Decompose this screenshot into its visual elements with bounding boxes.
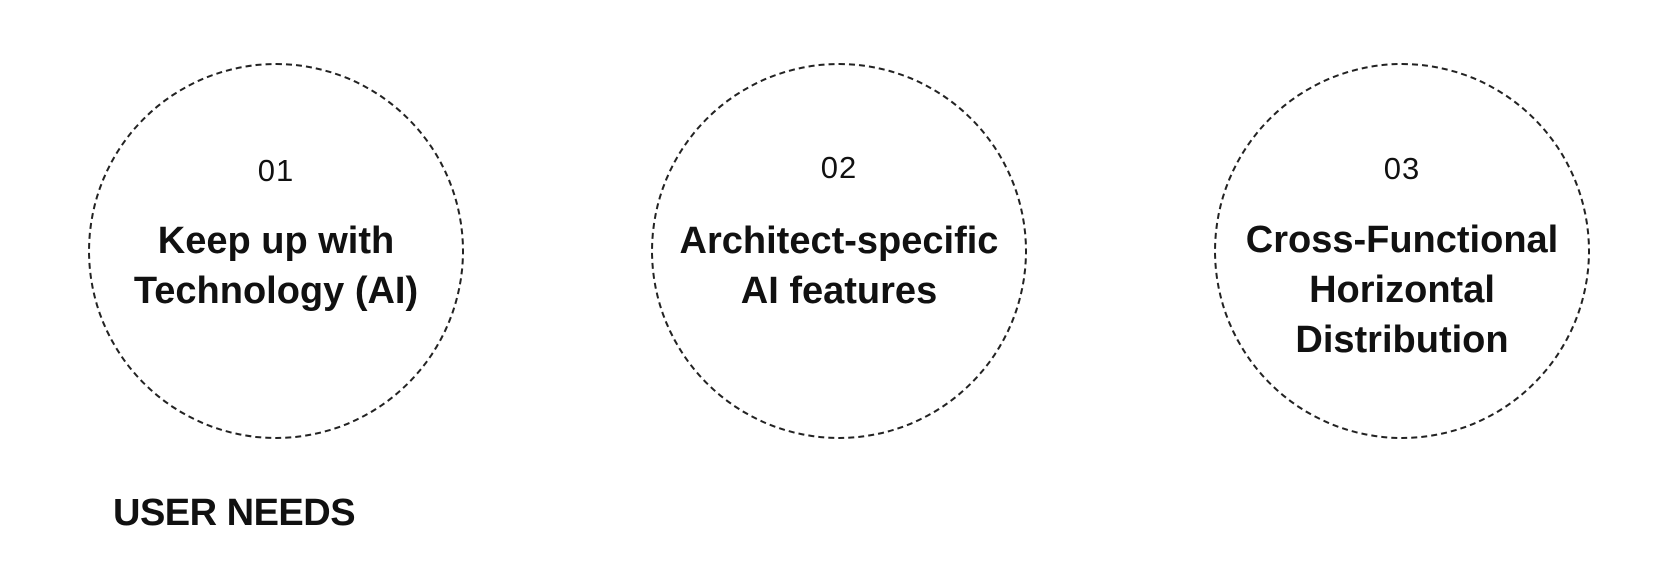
need-number: 02 [820,150,858,185]
need-circle-2: 02 Architect-specific AI features [651,63,1027,439]
need-title: Architect-specific AI features [647,216,1031,316]
need-title-line: Cross-Functional [1245,219,1559,261]
need-title-line: AI features [740,270,938,312]
need-title-line: Architect-specific [679,220,999,262]
need-title-line: Keep up with [157,220,395,262]
need-circle-3: 03 Cross-Functional Horizontal Distribut… [1214,63,1590,439]
need-title-line: Horizontal [1309,269,1495,311]
need-title-line: Technology (AI) [133,270,419,312]
need-title: Cross-Functional Horizontal Distribution [1210,215,1594,365]
need-number: 03 [1383,151,1421,186]
need-number: 01 [257,153,295,188]
need-circle-1: 01 Keep up with Technology (AI) [88,63,464,439]
section-label: USER NEEDS [113,492,356,534]
need-title: Keep up with Technology (AI) [84,216,468,316]
need-title-line: Distribution [1295,319,1509,361]
